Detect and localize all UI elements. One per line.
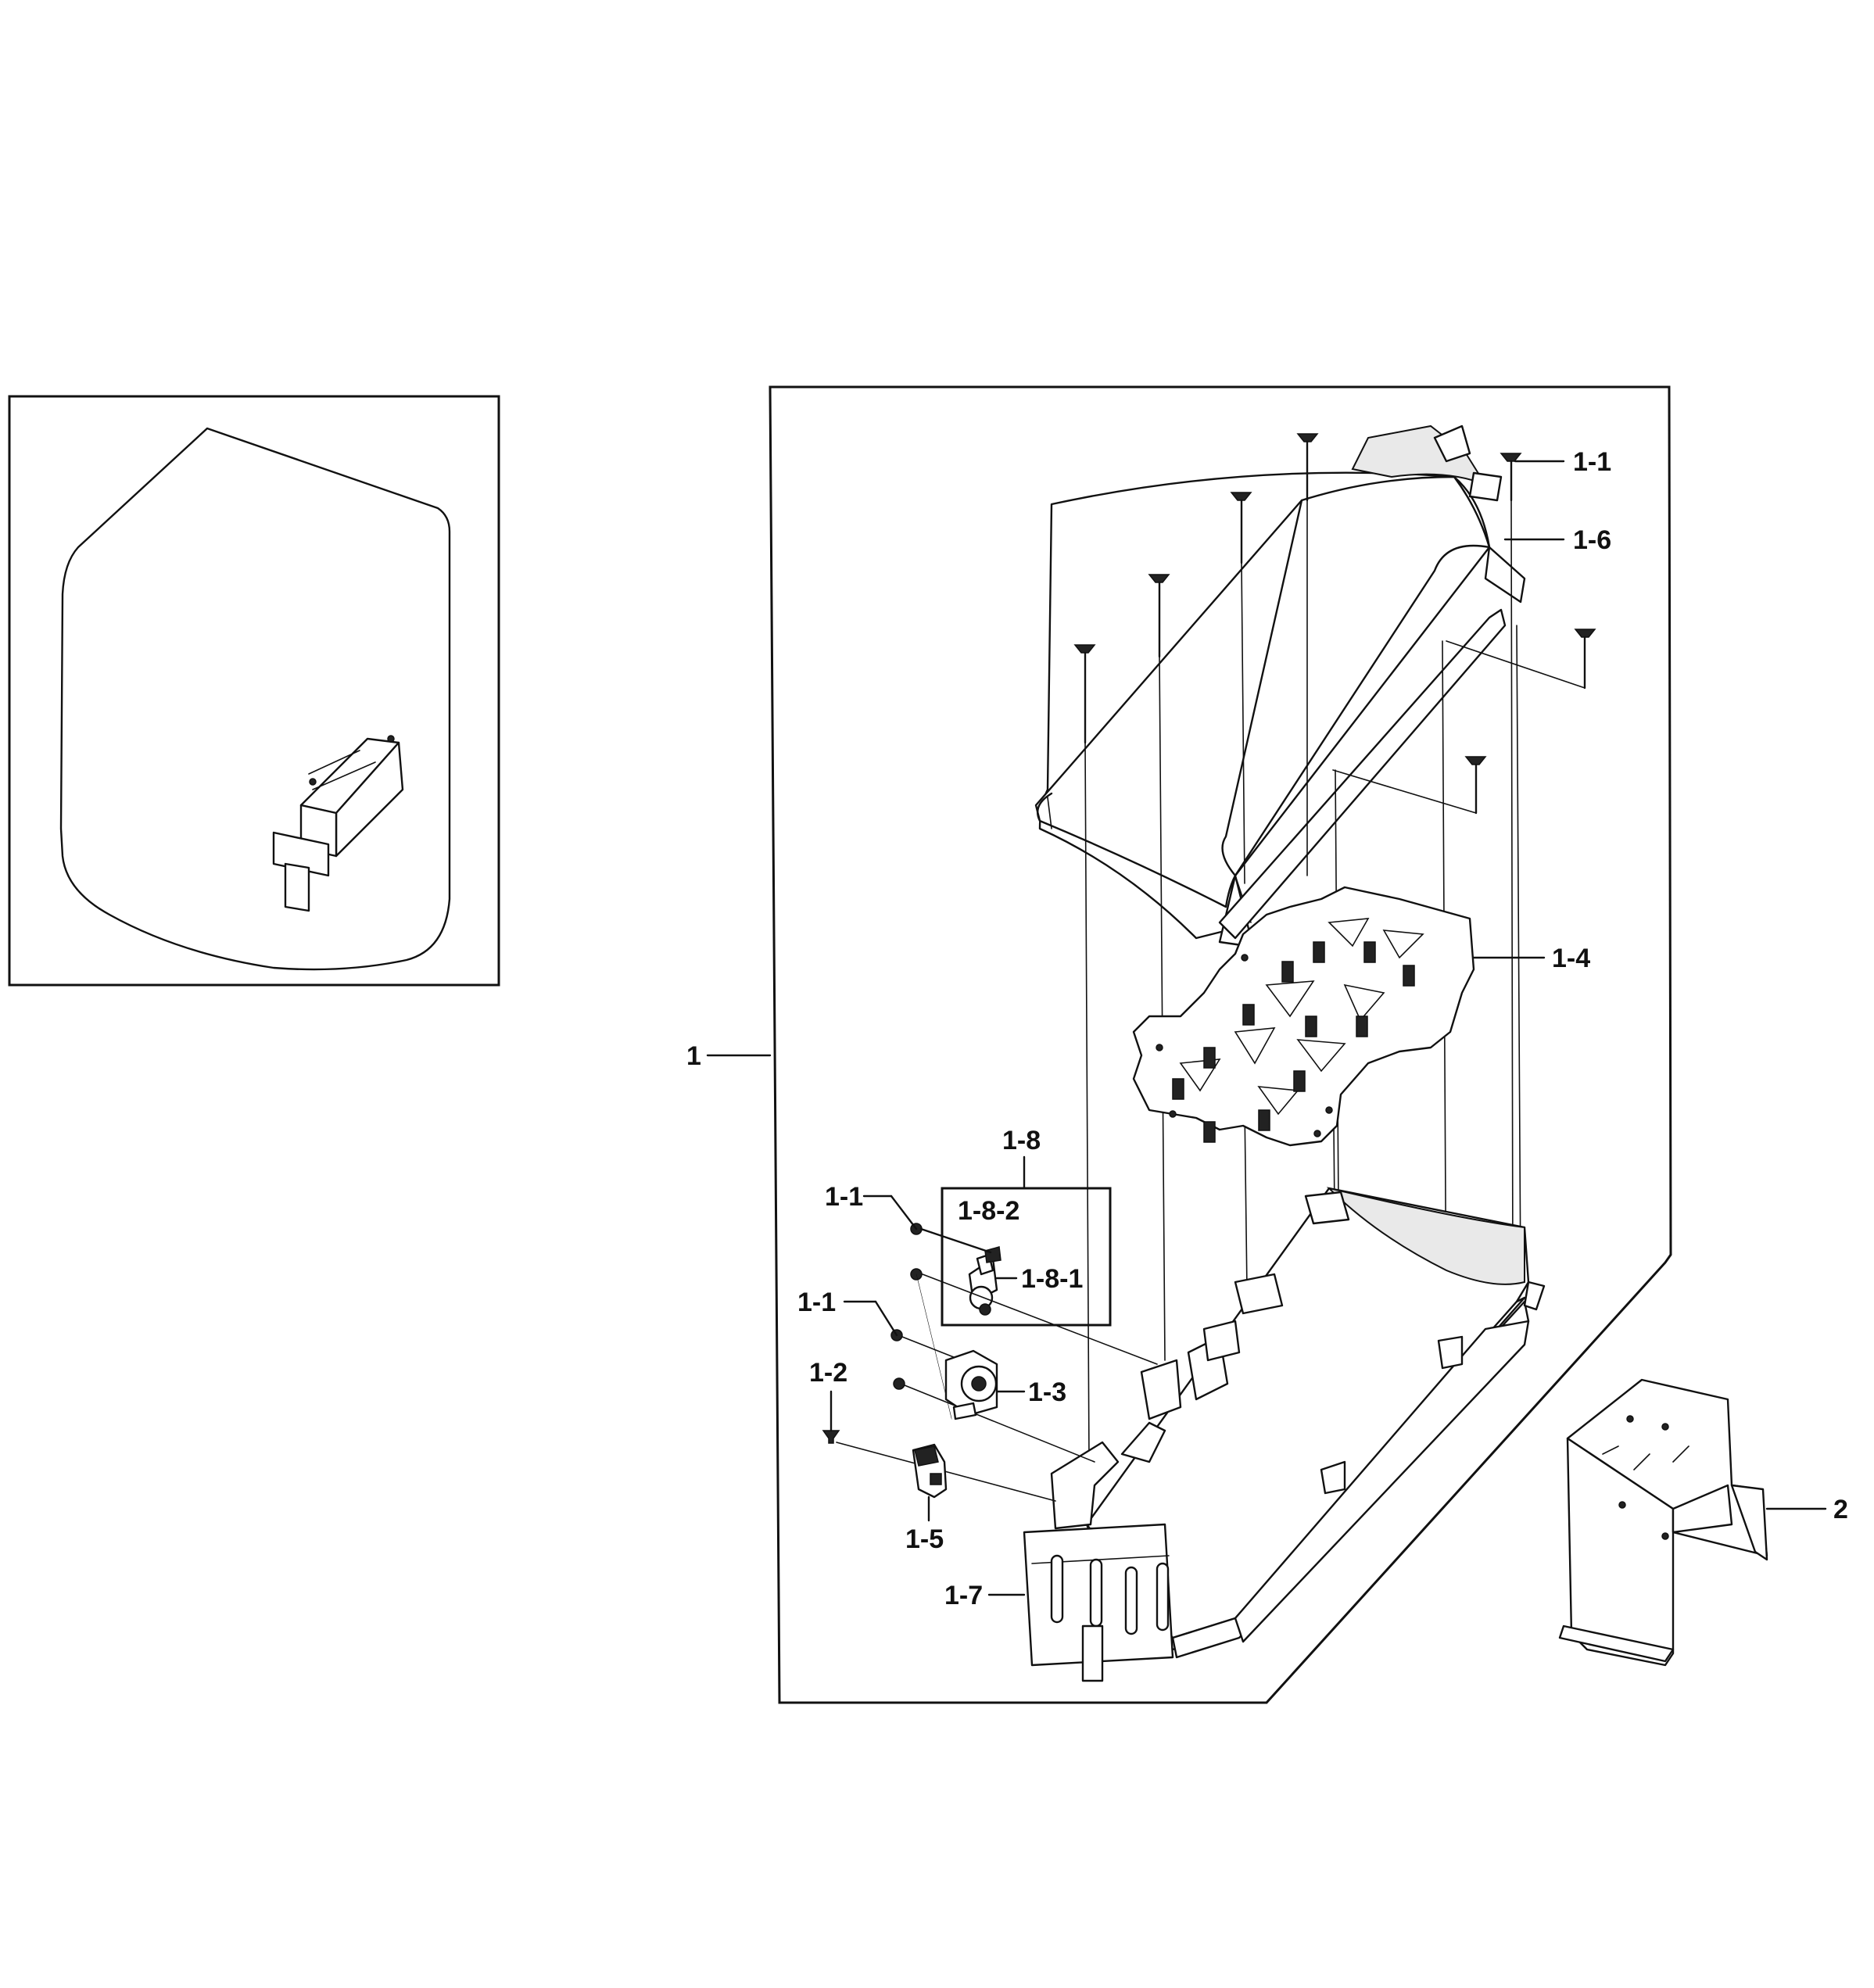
assembly-frame <box>769 385 1672 1704</box>
callout-1-8-1: 1-8-1 <box>1021 1264 1083 1294</box>
callout-1-7: 1-7 <box>944 1581 983 1610</box>
overview-inset <box>8 395 500 987</box>
duct-rail <box>1218 608 1507 940</box>
callout-1-5: 1-5 <box>905 1524 944 1554</box>
callout-1-1-top: 1-1 <box>1573 447 1611 477</box>
duct-cover-1-6 <box>1034 424 1526 947</box>
bracket-1-5 <box>912 1443 948 1499</box>
thermostat-box <box>941 1187 1112 1327</box>
callout-1-8-2: 1-8-2 <box>958 1196 1019 1226</box>
top-screws <box>1073 433 1596 815</box>
leader-lines <box>706 460 1827 1596</box>
callout-1-4: 1-4 <box>1552 944 1590 973</box>
callout-1-1-mid: 1-1 <box>825 1182 863 1212</box>
callout-labels: 1 1-1 1-6 1-4 1-8 1-8-2 1-8-1 1-1 1-1 1-… <box>686 447 1848 1610</box>
alignment-lines <box>1084 500 1586 1470</box>
callout-1: 1 <box>686 1041 701 1071</box>
inset-heater-assembly <box>272 735 404 912</box>
heater-housing-1-7 <box>1023 1187 1546 1682</box>
callout-2: 2 <box>1833 1495 1848 1524</box>
thermostat-group-1-8 <box>941 1187 1112 1327</box>
callout-1-1-low: 1-1 <box>797 1288 836 1317</box>
inset-frame <box>8 395 500 987</box>
thermostat-1-8-1 <box>968 1253 998 1316</box>
heater-plate-1-4 <box>1132 886 1475 1147</box>
bracket-2 <box>1558 1378 1768 1667</box>
callout-1-2: 1-2 <box>809 1358 847 1388</box>
thermostat-1-8-2 <box>984 1246 1001 1263</box>
dryer-cabinet-outline <box>59 427 451 971</box>
callout-1-6: 1-6 <box>1573 525 1611 555</box>
thermal-fuse-1-3 <box>944 1349 998 1420</box>
callout-1-8: 1-8 <box>1002 1126 1041 1155</box>
callout-1-3: 1-3 <box>1028 1377 1066 1407</box>
